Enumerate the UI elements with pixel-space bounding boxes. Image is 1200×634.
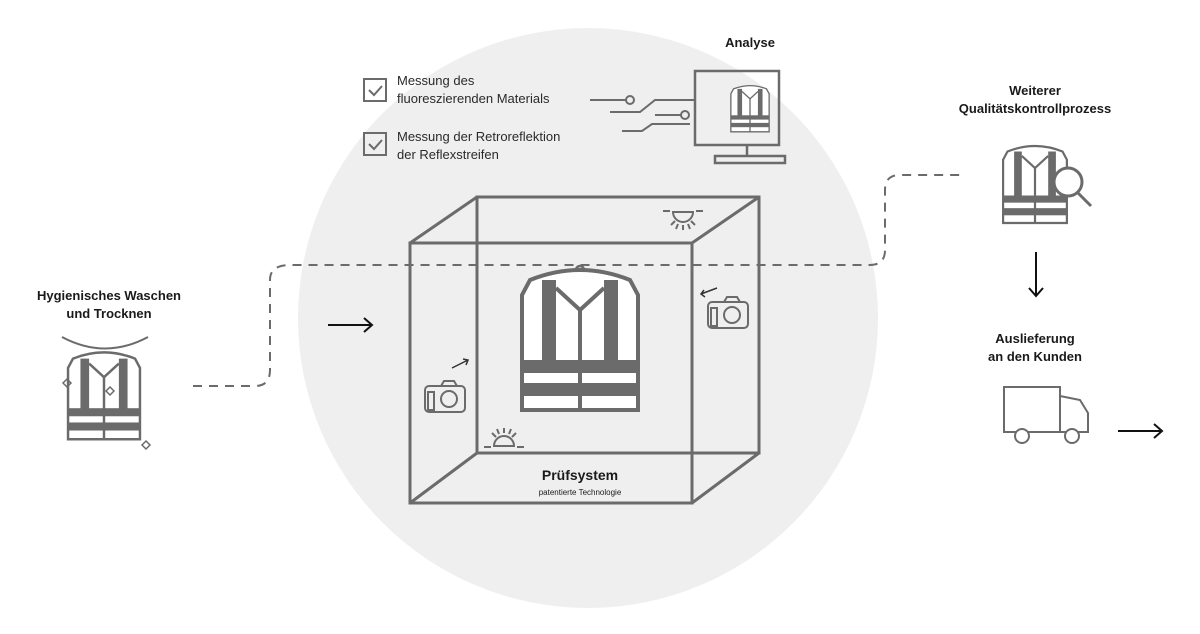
check-line: Messung der Retroreflektion — [397, 129, 561, 144]
check-line: fluoreszierenden Materials — [397, 91, 550, 106]
label-line: Auslieferung — [995, 331, 1075, 346]
analysis-title: Analyse — [725, 35, 775, 50]
sparkle-icons — [61, 377, 152, 451]
label-line: und Trocknen — [66, 306, 152, 321]
vest-icon-washing — [66, 351, 142, 441]
connector-lines — [590, 95, 695, 132]
check-line: der Reflexstreifen — [397, 147, 499, 162]
system-title: Prüfsystem — [541, 467, 619, 483]
arrow-right-icon-2 — [1118, 423, 1164, 439]
step-quality-label: Weiterer Qualitätskontrollprozess — [930, 82, 1140, 118]
label-line: Weiterer — [1009, 83, 1061, 98]
system-subtitle: patentierte Technologie — [538, 488, 622, 497]
arrow-icon-right-camera — [699, 287, 718, 298]
step-washing-label: Hygienisches Waschen und Trocknen — [0, 287, 218, 323]
vest-icon-monitor — [730, 84, 770, 133]
arrow-icon-left-camera — [451, 358, 470, 369]
check-item-fluorescent: Messung des fluoreszierenden Materials — [397, 72, 549, 108]
label-line: Qualitätskontrollprozess — [958, 101, 1112, 116]
checkbox-icons — [363, 78, 387, 156]
arrow-down-icon — [1028, 252, 1044, 298]
arrow-right-icon-1 — [328, 317, 374, 333]
check-item-retroreflection: Messung der Retroreflektion der Reflexst… — [397, 128, 560, 164]
test-chamber-box — [408, 195, 761, 505]
monitor-icon — [693, 69, 787, 165]
label-line: Hygienisches Waschen — [36, 288, 181, 303]
check-line: Messung des — [397, 73, 475, 88]
magnifier-icon — [1052, 166, 1093, 208]
truck-icon — [1003, 386, 1089, 444]
label-line: an den Kunden — [988, 349, 1082, 364]
step-delivery-label: Auslieferung an den Kunden — [960, 330, 1110, 366]
clothesline-icon — [61, 336, 149, 350]
vest-icon-main — [520, 268, 640, 412]
